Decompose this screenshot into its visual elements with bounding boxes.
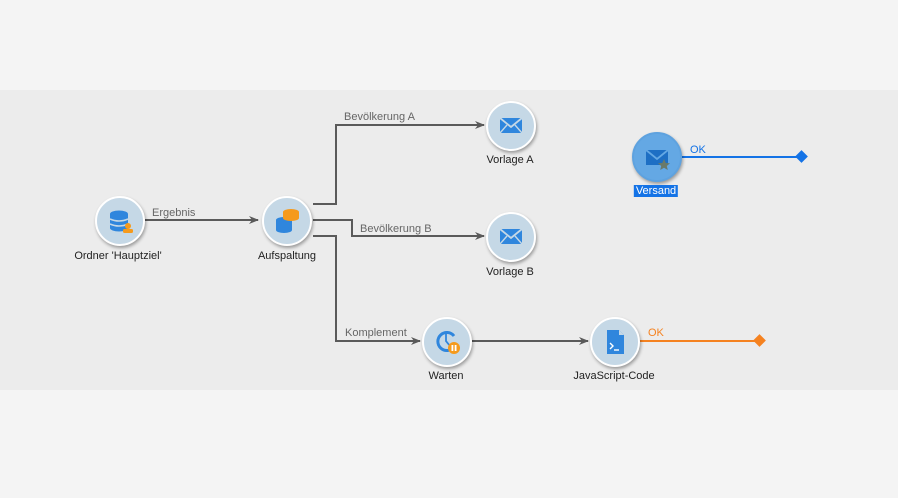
envelope-icon xyxy=(499,228,523,245)
node-javascript-code[interactable] xyxy=(590,317,640,367)
script-file-icon xyxy=(607,330,624,354)
node-label-vorlage-a: Vorlage A xyxy=(486,154,534,166)
node-label-vorlage-b: Vorlage B xyxy=(486,266,534,278)
node-warten[interactable] xyxy=(422,317,472,367)
node-aufspaltung[interactable] xyxy=(262,196,312,246)
transition-komplement[interactable] xyxy=(313,235,421,345)
transition-label-ergebnis: Ergebnis xyxy=(152,207,196,219)
node-vorlage-a[interactable] xyxy=(486,101,536,151)
node-label-javascript-code: JavaScript-Code xyxy=(573,370,655,382)
transition-label-komplement: Komplement xyxy=(345,327,407,339)
transition-label-bevoelkerung-b: Bevölkerung B xyxy=(360,223,432,235)
node-versand[interactable] xyxy=(632,132,682,182)
node-ordner-hauptziel[interactable] xyxy=(95,196,145,246)
envelope-star-icon xyxy=(645,149,670,170)
clock-pause-icon xyxy=(436,331,460,354)
js-ok-end-diamond[interactable] xyxy=(753,334,766,347)
node-label-warten: Warten xyxy=(428,370,464,382)
envelope-icon xyxy=(499,117,523,134)
transition-label-versand-ok: OK xyxy=(690,144,706,156)
transition-label-bevoelkerung-a: Bevölkerung A xyxy=(344,111,415,123)
transition-label-js-ok: OK xyxy=(648,327,664,339)
transition-bevoelkerung-b[interactable] xyxy=(313,219,485,240)
database-user-icon xyxy=(109,210,133,233)
node-label-versand: Versand xyxy=(633,185,679,197)
node-label-ordner-hauptziel: Ordner 'Hauptziel' xyxy=(74,250,162,262)
split-database-icon xyxy=(276,209,299,233)
versand-ok-end-diamond[interactable] xyxy=(795,150,808,163)
node-vorlage-b[interactable] xyxy=(486,212,536,262)
transition-bevoelkerung-a[interactable] xyxy=(313,121,485,205)
node-label-aufspaltung: Aufspaltung xyxy=(257,250,317,262)
